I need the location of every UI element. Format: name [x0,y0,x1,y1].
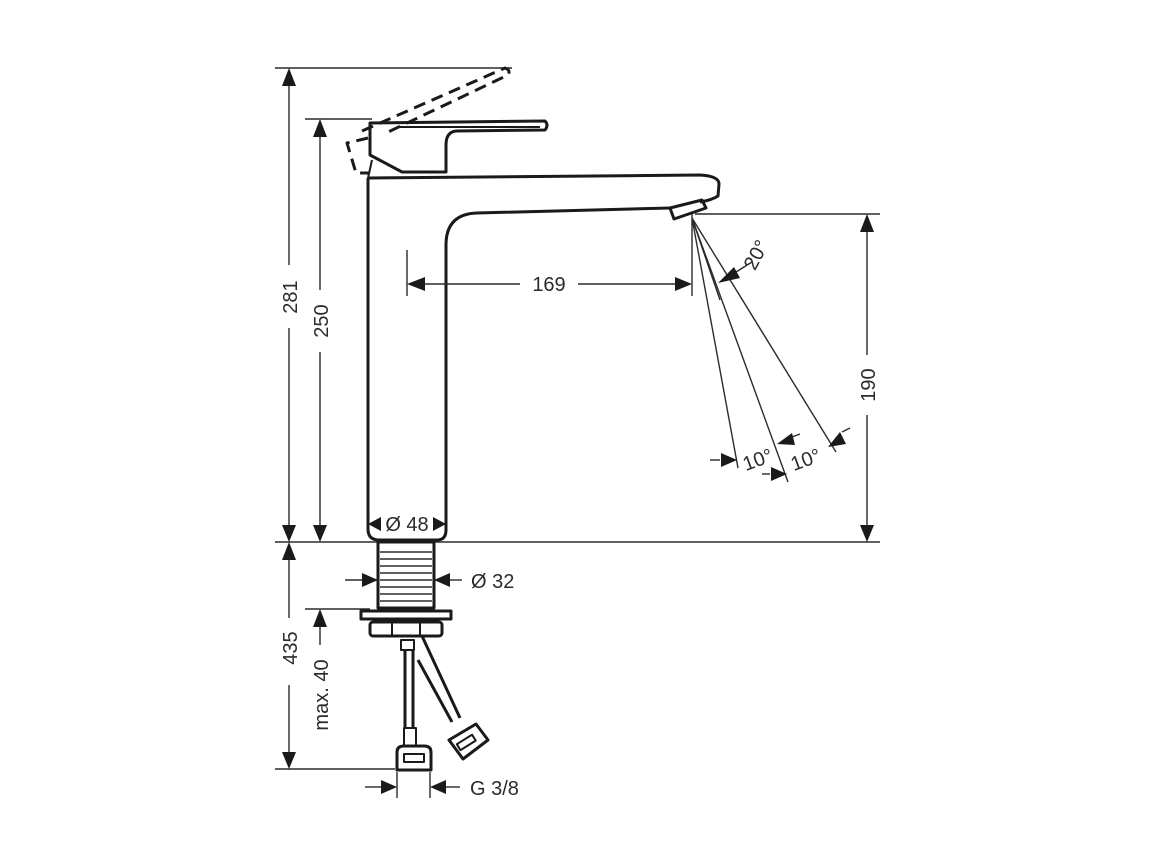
label-spout-reach: 169 [532,274,565,296]
shank-assembly [359,540,490,772]
label-spout-height: 190 [858,368,880,401]
label-total-height: 281 [280,280,302,313]
label-angle-a: 10° [740,445,776,476]
faucet-body [345,66,721,542]
extension-lines [275,67,880,798]
label-connection-thread: G 3/8 [470,778,519,800]
label-shank-diameter: Ø 32 [471,571,514,593]
label-body-height: 250 [311,304,333,337]
dimension-labels: 281 250 169 190 20° 10° 10° Ø 48 Ø 32 43… [280,237,880,800]
spray-lines [691,217,837,483]
label-spray-angle: 20° [740,237,774,274]
dimension-lines [282,68,874,794]
label-angle-b: 10° [788,445,824,476]
label-hose-length: 435 [280,631,302,664]
label-body-diameter: Ø 48 [385,514,428,536]
label-max-deck-thickness: max. 40 [311,659,333,730]
